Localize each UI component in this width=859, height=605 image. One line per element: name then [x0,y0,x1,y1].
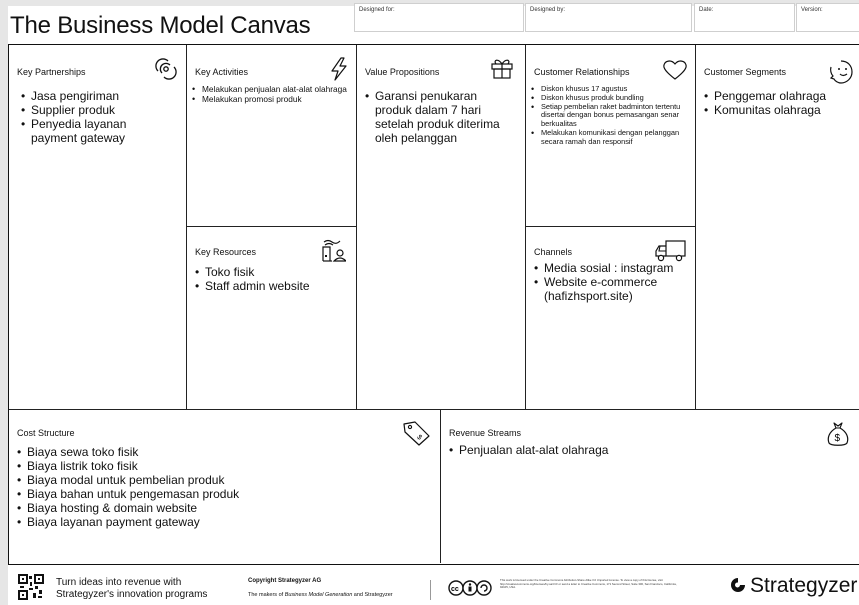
version-field[interactable]: Version: [796,3,859,32]
footer-divider [430,580,431,600]
list-item: Komunitas olahraga [704,103,856,117]
channels-list: Media sosial : instagram Website e-comme… [534,261,692,303]
qr-code-icon [18,574,44,600]
revenue-streams-title: Revenue Streams [449,428,522,438]
cost-structure-block[interactable]: Cost Structure $ Biaya sewa toko fisik B… [9,410,441,563]
price-tag-icon: $ [403,421,430,446]
list-item: Garansi penukaran produk dalam 7 hari se… [365,89,515,145]
channels-block[interactable]: Channels Media sosial : instagram Websit… [526,227,696,410]
designed-for-label: Designed for: [359,7,395,13]
list-item: Biaya hosting & domain website [17,501,417,515]
tagline-line-2: Strategyzer's innovation programs [56,589,208,600]
list-item: Website e-commerce (hafizhsport.site) [534,275,692,303]
customer-relationships-title: Customer Relationships [534,67,630,77]
strategyzer-logo-icon [731,578,745,592]
list-item: Melakukan komunikasi dengan pelanggan se… [531,128,691,147]
key-resources-list: Toko fisik Staff admin website [195,265,350,293]
list-item: Penggemar olahraga [704,89,856,103]
svg-text:$: $ [835,433,841,444]
cost-structure-list: Biaya sewa toko fisik Biaya listrik toko… [17,445,417,529]
value-propositions-title: Value Propositions [365,67,440,77]
list-item: Biaya layanan payment gateway [17,515,417,529]
designed-by-label: Designed by: [530,7,566,13]
svg-text:$: $ [415,434,423,442]
key-partnerships-list: Jasa pengiriman Supplier produk Penyedia… [21,89,171,145]
license-text: This work is licensed under the Creative… [500,578,677,590]
list-item: Biaya modal untuk pembelian produk [17,473,417,487]
revenue-streams-list: Penjualan alat-alat olahraga [449,443,809,457]
date-field[interactable]: Date: [694,3,795,32]
link-icon [155,58,177,80]
value-propositions-block[interactable]: Value Propositions Garansi penukaran pro… [357,45,526,410]
business-model-canvas: Key Partnerships Jasa pengiriman Supplie… [8,44,859,565]
makers-suffix: and Strategyzer [352,592,393,598]
designed-for-field[interactable]: Designed for: [354,3,524,32]
list-item: Melakukan promosi produk [192,94,352,105]
customer-segments-block[interactable]: Customer Segments Penggemar olahraga Kom… [696,45,859,410]
list-item: Biaya listrik toko fisik [17,459,417,473]
channels-title: Channels [534,247,573,257]
list-item: Biaya bahan untuk pengemasan produk [17,487,417,501]
list-item: Setiap pembelian raket badminton tertent… [531,102,691,129]
money-bag-icon: $ [827,422,849,446]
date-label: Date: [699,7,714,13]
key-activities-title: Key Activities [195,67,249,77]
key-activities-list: Melakukan penjualan alat-alat olahraga M… [192,84,352,105]
list-item: Staff admin website [195,279,350,293]
lightning-icon [331,57,347,81]
list-item: Diskon khusus produk bundling [531,93,691,103]
key-partnerships-title: Key Partnerships [17,67,86,77]
revenue-streams-block[interactable]: Revenue Streams $ Penjualan alat-alat ol… [441,410,859,563]
footer: Turn ideas into revenue with Strategyzer… [8,568,859,605]
key-partnerships-block[interactable]: Key Partnerships Jasa pengiriman Supplie… [9,45,187,410]
brand-name: Strategyzer [750,574,858,597]
customer-segments-list: Penggemar olahraga Komunitas olahraga [704,89,856,117]
makers-prefix: The makers of [248,592,285,598]
list-item: Biaya sewa toko fisik [17,445,417,459]
page-title: The Business Model Canvas [10,12,311,39]
list-item: Penyedia layanan payment gateway [21,117,171,145]
svg-text:cc: cc [451,586,459,593]
cost-structure-title: Cost Structure [17,428,75,438]
list-item: Toko fisik [195,265,350,279]
list-item: Diskon khusus 17 agustus [531,84,691,94]
smiley-icon [829,60,853,84]
footer-tagline: Turn ideas into revenue with Strategyzer… [56,577,207,601]
truck-icon [655,240,686,262]
list-item: Melakukan penjualan alat-alat olahraga [192,84,352,95]
strategyzer-logo[interactable]: Strategyzer [730,574,857,598]
customer-relationships-block[interactable]: Customer Relationships Diskon khusus 17 … [526,45,696,227]
designed-by-field[interactable]: Designed by: [525,3,692,32]
value-propositions-list: Garansi penukaran produk dalam 7 hari se… [365,89,515,145]
list-item: Penjualan alat-alat olahraga [449,443,809,457]
gift-icon [491,59,513,79]
copyright-text: Copyright Strategyzer AG [248,578,322,584]
makers-text: The makers of Business Model Generation … [248,592,393,598]
factory-icon [322,239,346,262]
list-item: Media sosial : instagram [534,261,692,275]
tagline-line-1: Turn ideas into revenue with [56,577,182,588]
customer-relationships-list: Diskon khusus 17 agustus Diskon khusus p… [531,84,691,147]
makers-book: Business Model Generation [284,592,353,598]
key-activities-block[interactable]: Key Activities Melakukan penjualan alat-… [187,45,357,227]
creative-commons-icon: cc [448,580,492,596]
heart-icon [663,60,687,80]
list-item: Jasa pengiriman [21,89,171,103]
version-label: Version: [801,7,823,13]
key-resources-title: Key Resources [195,247,257,257]
key-resources-block[interactable]: Key Resources Toko fisik Staff admin web… [187,227,357,410]
list-item: Supplier produk [21,103,171,117]
customer-segments-title: Customer Segments [704,67,787,77]
